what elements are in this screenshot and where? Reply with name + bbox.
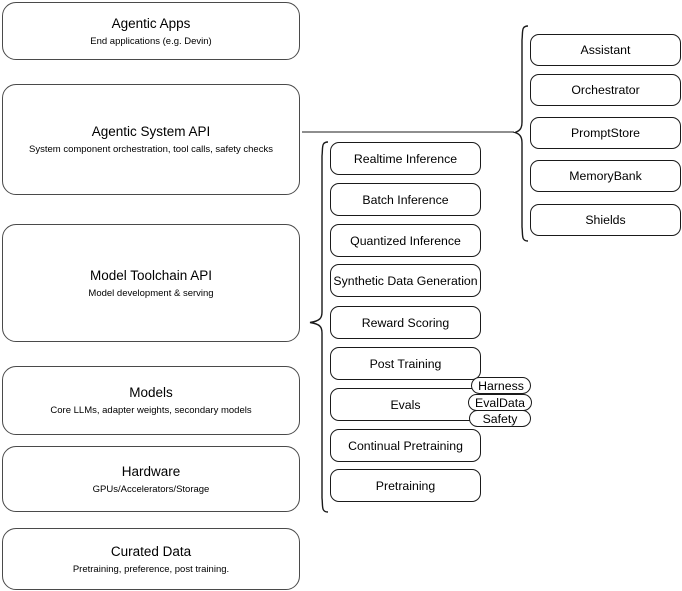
evals-badge-safety[interactable]: Safety — [469, 410, 531, 427]
layer-subtitle: Core LLMs, adapter weights, secondary mo… — [50, 405, 252, 416]
toolchain-box-label: Realtime Inference — [353, 151, 458, 166]
toolchain-box-label: Post Training — [369, 356, 442, 371]
layer-title: Agentic Apps — [111, 15, 191, 31]
layer-subtitle: Model development & serving — [88, 287, 214, 299]
evals-badge-label: Harness — [478, 378, 524, 393]
layer-box-hardware[interactable]: Hardware GPUs/Accelerators/Storage — [2, 446, 300, 512]
toolchain-box-synthetic-data-generation[interactable]: Synthetic Data Generation — [330, 264, 481, 297]
layer-subtitle: GPUs/Accelerators/Storage — [92, 483, 210, 495]
toolchain-box-label: Reward Scoring — [361, 315, 450, 330]
toolchain-box-evals[interactable]: Evals — [330, 388, 481, 421]
evals-badge-evaldata[interactable]: EvalData — [468, 394, 532, 411]
layer-title: Hardware — [121, 463, 181, 479]
layer-subtitle: End applications (e.g. Devin) — [90, 35, 212, 47]
evals-badge-harness[interactable]: Harness — [471, 377, 531, 394]
system-box-label: Orchestrator — [571, 83, 640, 97]
brace-toolchain-components — [309, 141, 329, 513]
layer-title: Curated Data — [110, 543, 192, 559]
layer-title: Models — [129, 385, 173, 400]
toolchain-box-label: Quantized Inference — [350, 233, 461, 248]
toolchain-box-continual-pretraining[interactable]: Continual Pretraining — [330, 429, 481, 462]
system-box-label: MemoryBank — [569, 169, 642, 183]
toolchain-box-label: Batch Inference — [362, 192, 449, 207]
toolchain-box-post-training[interactable]: Post Training — [330, 347, 481, 380]
layer-box-agentic-apps[interactable]: Agentic Apps End applications (e.g. Devi… — [2, 2, 300, 60]
toolchain-box-reward-scoring[interactable]: Reward Scoring — [330, 306, 481, 339]
system-box-memorybank[interactable]: MemoryBank — [530, 160, 681, 192]
system-box-assistant[interactable]: Assistant — [530, 34, 681, 66]
brace-system-components — [512, 25, 529, 242]
toolchain-box-label: Pretraining — [375, 478, 436, 493]
toolchain-box-realtime-inference[interactable]: Realtime Inference — [330, 142, 481, 175]
toolchain-box-label: Synthetic Data Generation — [333, 273, 478, 288]
toolchain-box-quantized-inference[interactable]: Quantized Inference — [330, 224, 481, 257]
layer-box-model-toolchain-api[interactable]: Model Toolchain API Model development & … — [2, 224, 300, 342]
system-box-orchestrator[interactable]: Orchestrator — [530, 74, 681, 106]
layer-box-curated-data[interactable]: Curated Data Pretraining, preference, po… — [2, 528, 300, 590]
layer-subtitle: System component orchestration, tool cal… — [29, 144, 273, 155]
system-box-label: Shields — [585, 213, 626, 227]
evals-badge-label: Safety — [482, 411, 518, 426]
layer-title: Model Toolchain API — [89, 267, 213, 283]
system-box-label: PromptStore — [570, 126, 641, 140]
system-box-shields[interactable]: Shields — [530, 204, 681, 236]
toolchain-box-label: Evals — [390, 397, 421, 412]
layer-box-agentic-system-api[interactable]: Agentic System API System component orch… — [2, 84, 300, 195]
system-box-promptstore[interactable]: PromptStore — [530, 117, 681, 149]
layer-subtitle: Pretraining, preference, post training. — [72, 563, 230, 575]
evals-badge-label: EvalData — [475, 395, 525, 410]
toolchain-box-pretraining[interactable]: Pretraining — [330, 469, 481, 502]
toolchain-box-label: Continual Pretraining — [348, 438, 463, 453]
system-box-label: Assistant — [580, 43, 631, 57]
layer-title: Agentic System API — [91, 124, 211, 139]
toolchain-box-batch-inference[interactable]: Batch Inference — [330, 183, 481, 216]
layer-box-models[interactable]: Models Core LLMs, adapter weights, secon… — [2, 366, 300, 435]
